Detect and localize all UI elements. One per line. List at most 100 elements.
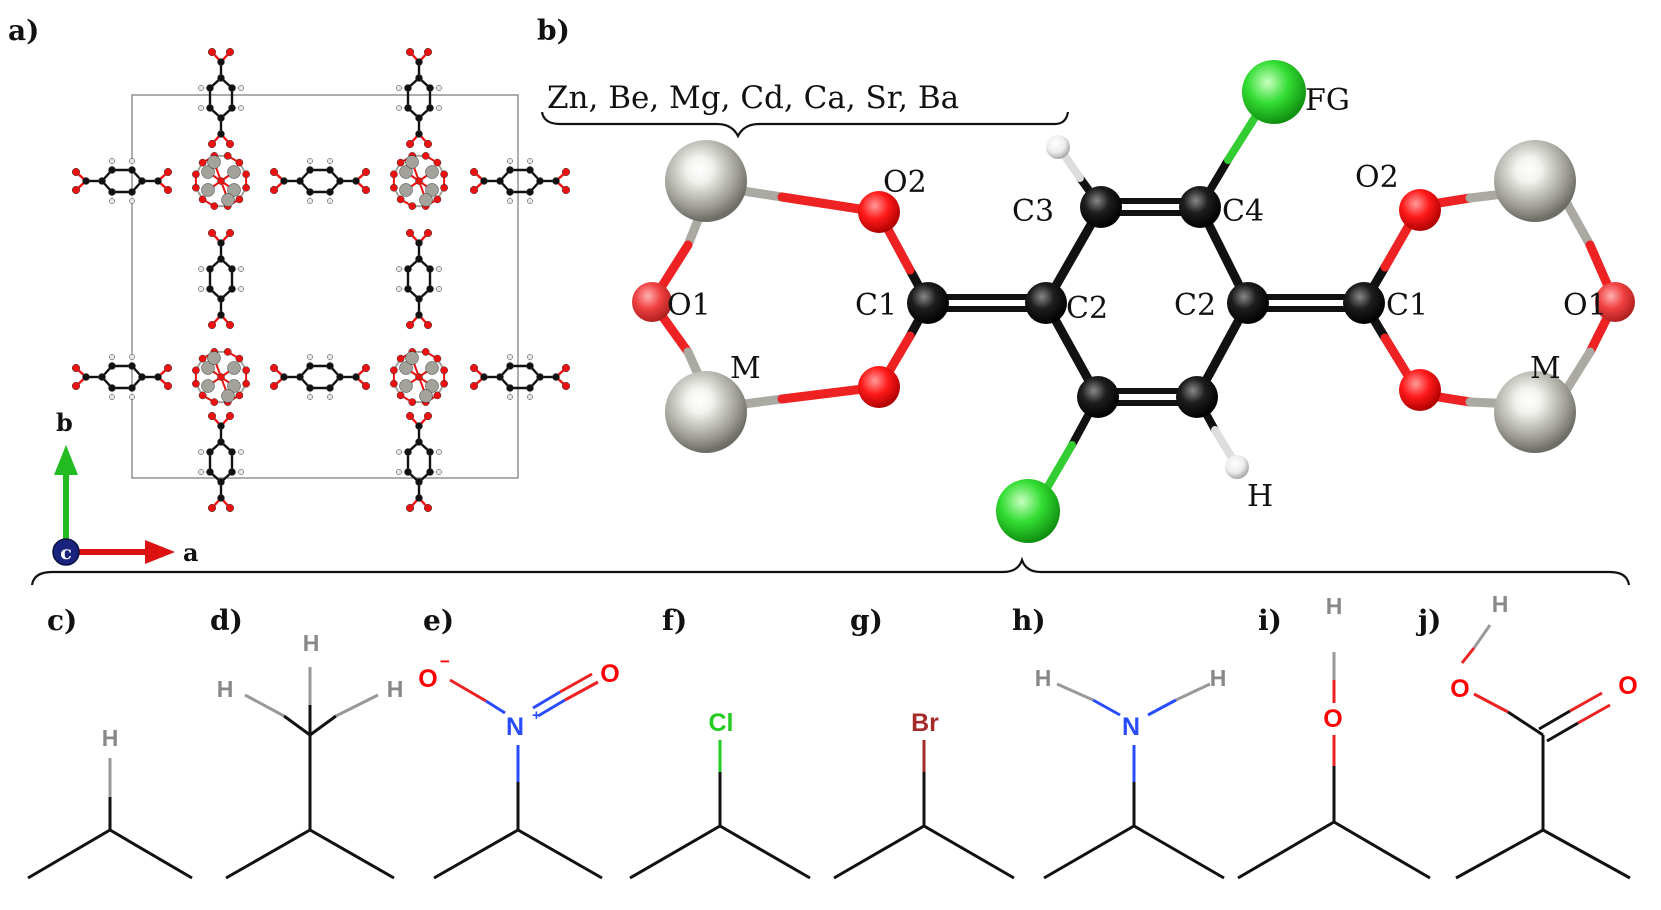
lattice-carbon xyxy=(206,285,214,293)
lattice-carbon xyxy=(82,373,90,381)
lattice-oxygen xyxy=(192,183,200,192)
lattice-carbon xyxy=(415,494,423,502)
lattice-oxygen xyxy=(561,381,571,391)
lattice-carbon xyxy=(506,384,514,392)
lattice-oxygen xyxy=(223,152,232,160)
oxygen-atom xyxy=(858,366,900,408)
lattice-oxygen xyxy=(405,411,415,421)
lattice-hydrogen xyxy=(327,198,333,204)
lattice-oxygen xyxy=(207,503,217,513)
group-d-methyl: H H H xyxy=(217,630,403,880)
lattice-carbon xyxy=(306,362,314,370)
lattice-hydrogen xyxy=(436,266,442,272)
lattice-carbon xyxy=(217,114,225,122)
atom-Br: Br xyxy=(911,709,939,737)
lattice-oxygen xyxy=(361,185,371,195)
lattice-carbon xyxy=(426,448,434,456)
axis-c-label: c xyxy=(60,542,72,564)
lattice-carbon xyxy=(228,265,236,273)
carbon-atom xyxy=(1176,376,1218,418)
mof-lattice xyxy=(71,47,571,513)
lattice-carbon xyxy=(206,448,214,456)
lattice-oxygen xyxy=(423,503,433,513)
lattice-oxygen xyxy=(390,379,398,388)
lattice-metal xyxy=(425,183,439,197)
label-O1-right: O1 xyxy=(1563,288,1607,323)
lattice-oxygen xyxy=(269,185,279,195)
lattice-carbon xyxy=(526,384,534,392)
lattice-carbon xyxy=(480,177,488,185)
lattice-oxygen xyxy=(223,348,232,356)
lattice-hydrogen xyxy=(198,286,204,292)
lattice-carbon xyxy=(128,362,136,370)
lattice-hydrogen xyxy=(396,286,402,292)
lattice-carbon xyxy=(552,373,560,381)
lattice-oxygen xyxy=(225,320,235,330)
lattice-carbon xyxy=(415,295,423,303)
group-h-amine: N H H xyxy=(1035,665,1226,880)
atom-H: H xyxy=(1035,665,1052,691)
lattice-carbon xyxy=(526,362,534,370)
lattice-hydrogen xyxy=(327,354,333,360)
lattice-oxygen xyxy=(469,381,479,391)
panel-label-f: f) xyxy=(662,604,687,637)
lattice-oxygen xyxy=(405,139,415,149)
panel-label-c: c) xyxy=(47,604,77,637)
label-O1-left: O1 xyxy=(667,288,711,323)
lattice-carbon xyxy=(128,166,136,174)
lattice-oxygen xyxy=(242,366,250,375)
lattice-oxygen xyxy=(71,363,81,373)
lattice-carbon xyxy=(217,438,225,446)
lattice-oxygen xyxy=(207,47,217,57)
lattice-carbon xyxy=(306,166,314,174)
lattice-oxygen xyxy=(163,185,173,195)
panel-label-b: b) xyxy=(537,14,570,47)
hydrogen-atom xyxy=(1225,455,1249,479)
lattice-oxygen xyxy=(207,139,217,149)
lattice-metal xyxy=(419,193,433,207)
lattice-carbon xyxy=(426,104,434,112)
lattice-hydrogen xyxy=(109,198,115,204)
lattice-oxygen xyxy=(423,139,433,149)
lattice-oxygen xyxy=(242,170,250,179)
oxygen-atom xyxy=(1595,282,1635,322)
atom-O: O xyxy=(1323,705,1342,733)
atom-O: O xyxy=(1450,675,1469,703)
lattice-carbon xyxy=(404,265,412,273)
lattice-oxygen xyxy=(163,381,173,391)
lattice-metal xyxy=(201,183,215,197)
lattice-carbon xyxy=(217,478,225,486)
lattice-carbon xyxy=(415,58,423,66)
lattice-hydrogen xyxy=(436,469,442,475)
lattice-carbon xyxy=(108,384,116,392)
lattice-metal xyxy=(399,379,413,393)
lattice-hydrogen xyxy=(238,85,244,91)
panel-a: a) c b a xyxy=(8,14,571,567)
lattice-carbon xyxy=(326,166,334,174)
lattice-hydrogen xyxy=(238,286,244,292)
lattice-metal xyxy=(419,389,433,403)
label-FG: FG xyxy=(1305,83,1350,118)
lattice-hydrogen xyxy=(129,354,135,360)
lattice-carbon xyxy=(415,438,423,446)
lattice-carbon xyxy=(108,362,116,370)
lattice-carbon xyxy=(154,373,162,381)
lattice-hydrogen xyxy=(129,158,135,164)
lattice-oxygen xyxy=(198,195,207,204)
lattice-metal xyxy=(425,361,439,375)
lattice-hydrogen xyxy=(327,394,333,400)
carbon-atom xyxy=(907,282,949,324)
lattice-carbon xyxy=(82,177,90,185)
lattice-hydrogen xyxy=(436,286,442,292)
lattice-oxygen xyxy=(440,379,448,388)
atom-O: O xyxy=(1618,672,1637,700)
lattice-hydrogen xyxy=(238,105,244,111)
lattice-oxygen xyxy=(423,320,433,330)
charge-minus: − xyxy=(440,652,450,671)
lattice-carbon xyxy=(206,265,214,273)
lattice-carbon xyxy=(404,448,412,456)
lattice-hydrogen xyxy=(527,394,533,400)
lattice-carbon xyxy=(352,373,360,381)
group-f-chlorine: Cl xyxy=(629,709,811,880)
